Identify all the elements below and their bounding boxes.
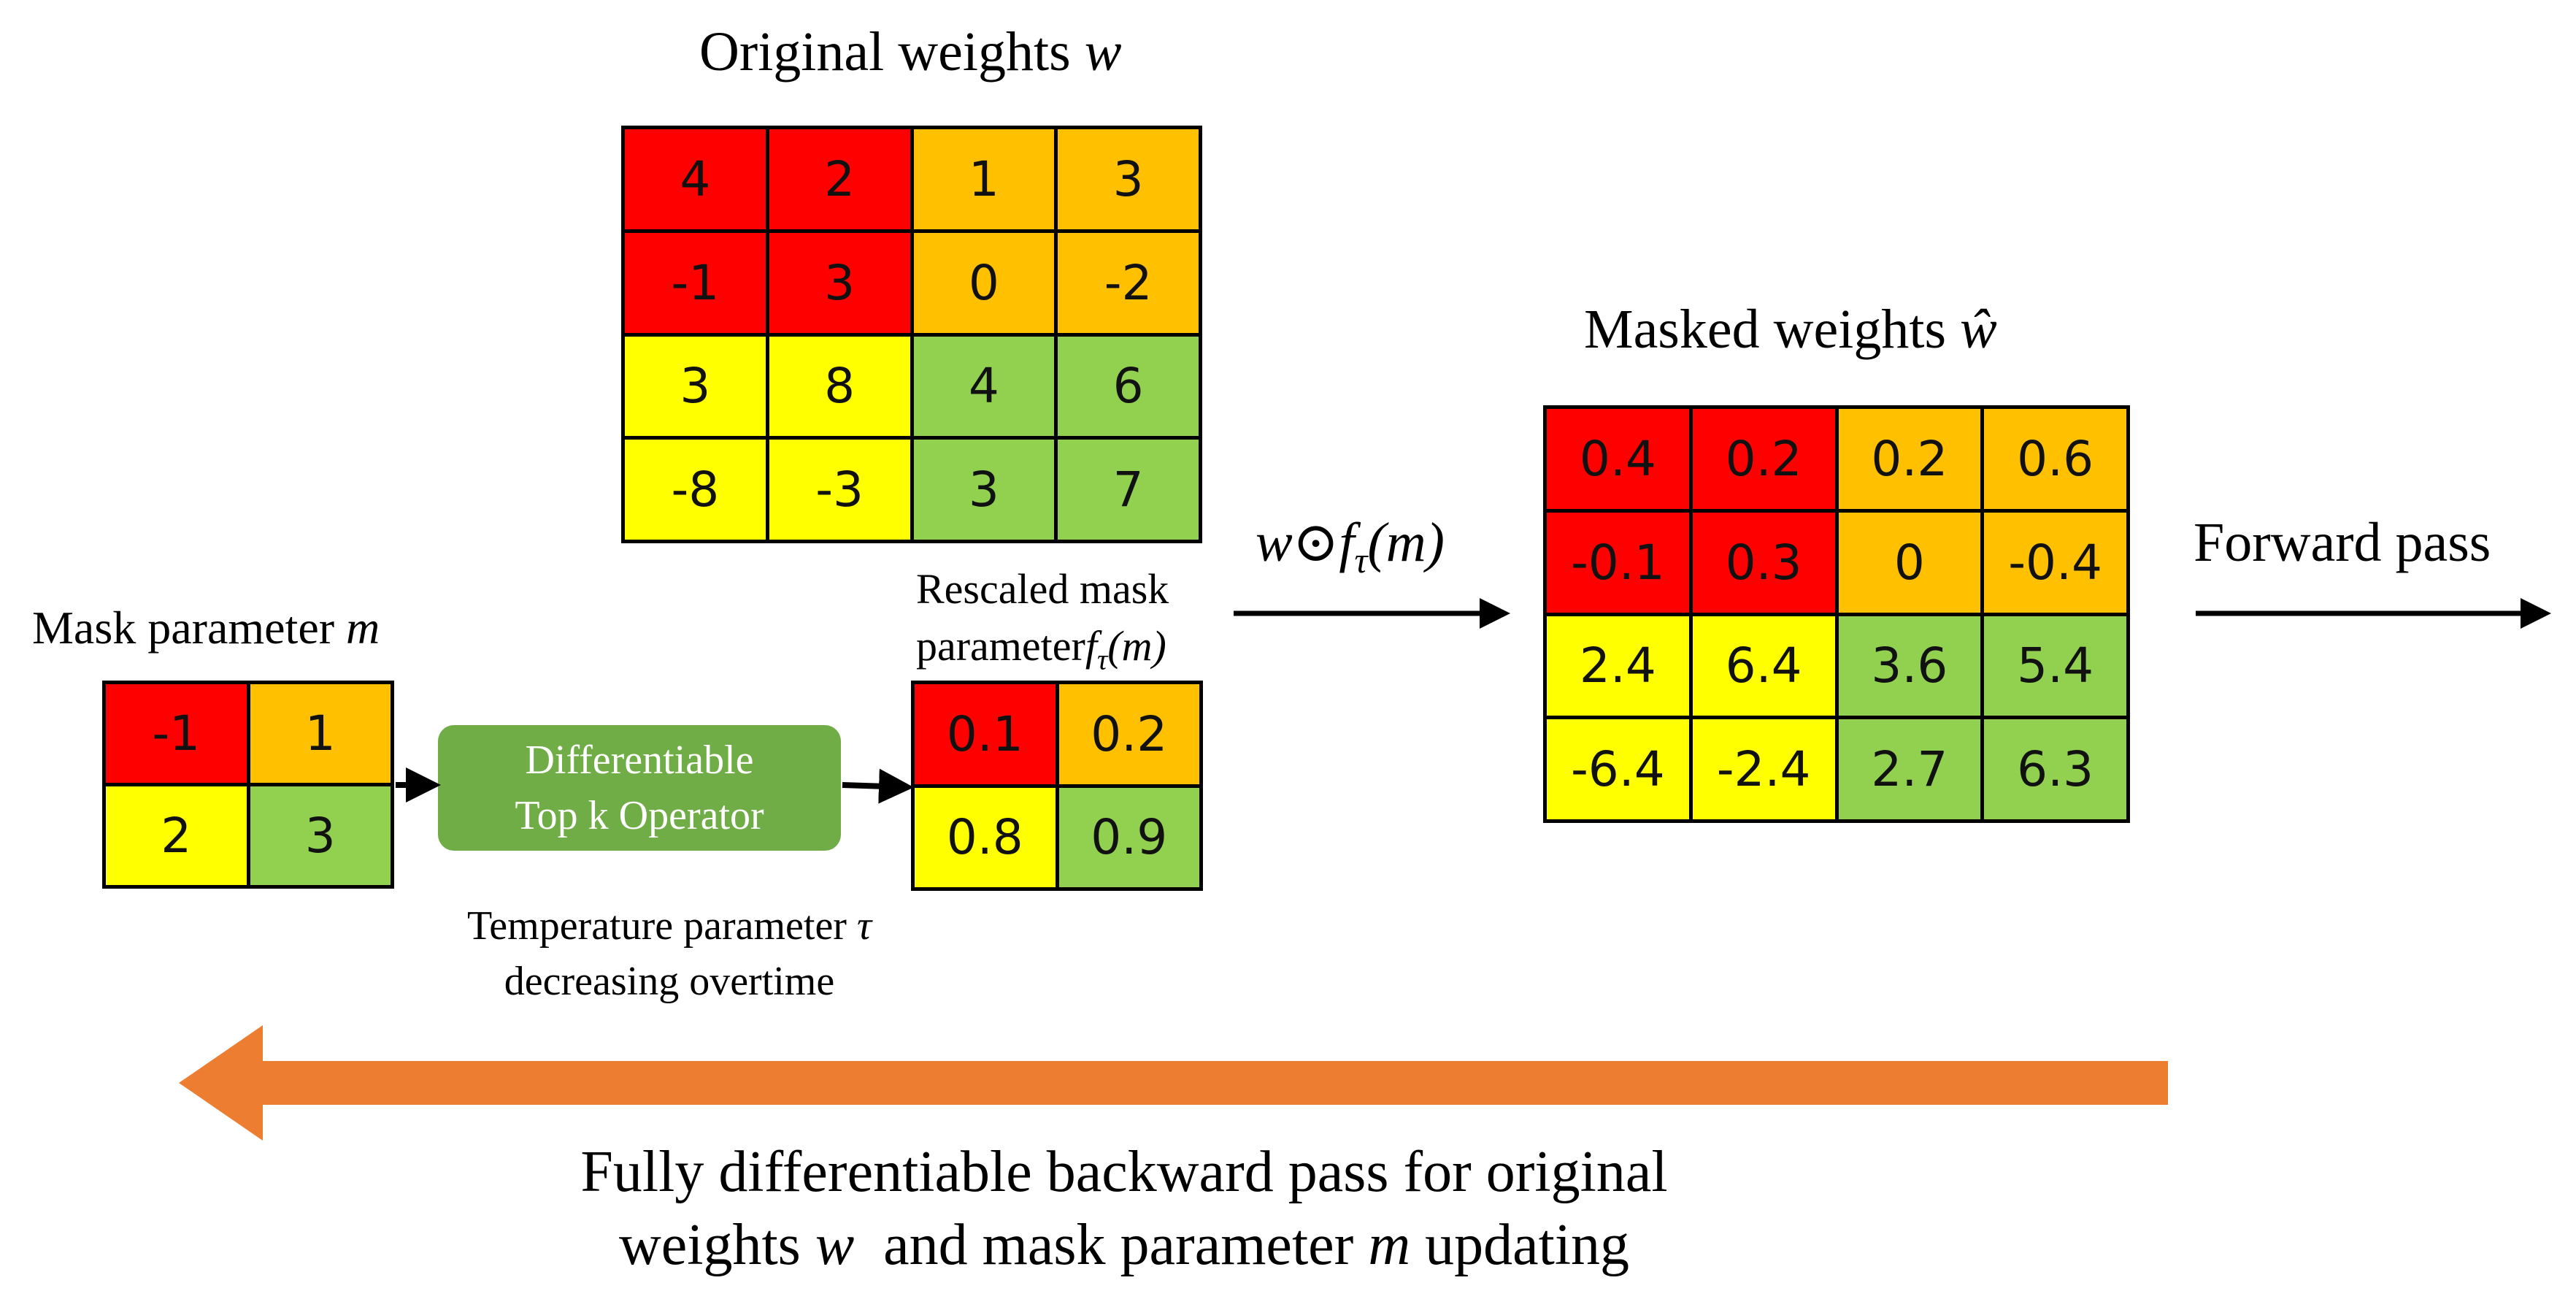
rescaled-mask-title-line2: parameterfτ(m): [916, 618, 1169, 689]
mask-parameter-title: Mask parameter m: [32, 601, 380, 655]
rescaled-mask-cell-r0-c1: 0.2: [1058, 684, 1203, 788]
backward-pass-caption: Fully differentiable backward pass for o…: [409, 1135, 1839, 1282]
masked-weight-cell-r2-c0: 2.4: [1547, 616, 1693, 720]
backward-pass-line2: weights w and mask parameter m updating: [409, 1209, 1839, 1282]
original-weight-cell-r2-c1: 8: [769, 336, 914, 440]
f-argument: (m): [1107, 622, 1166, 670]
mask-parameter-cell-r1-c0: 2: [106, 786, 250, 889]
masked-weight-cell-r1-c3: -0.4: [1984, 512, 2130, 616]
original-weight-cell-r0-c1: 2: [769, 129, 914, 233]
original-weight-cell-r3-c0: -8: [625, 440, 769, 543]
masked-weights-title: Masked weights ŵ: [1584, 298, 1997, 361]
masked-weight-cell-r3-c2: 2.7: [1838, 719, 1985, 823]
masked-weight-cell-r0-c0: 0.4: [1547, 409, 1693, 513]
forward-pass-label: Forward pass: [2194, 512, 2491, 573]
original-weight-cell-r3-c2: 3: [913, 440, 1058, 543]
original-weight-cell-r1-c2: 0: [913, 232, 1058, 337]
masked-weight-cell-r1-c0: -0.1: [1547, 512, 1693, 616]
original-weights-symbol: w: [1084, 21, 1122, 83]
f-symbol: f: [1085, 622, 1097, 670]
masked-weight-cell-r2-c3: 5.4: [1984, 616, 2130, 720]
rescaled-mask-cell-r1-c0: 0.8: [915, 787, 1059, 891]
mask-parameter-cell-r0-c1: 1: [250, 684, 394, 786]
masked-weight-cell-r2-c2: 3.6: [1838, 616, 1985, 720]
temperature-caption-line2: decreasing overtime: [504, 959, 835, 1004]
original-weight-cell-r1-c0: -1: [625, 232, 769, 337]
product-w: w: [1256, 512, 1293, 573]
masked-weight-cell-r3-c3: 6.3: [1984, 719, 2130, 823]
product-subscript: τ: [1354, 540, 1368, 581]
temperature-caption: Temperature parameter τ decreasing overt…: [434, 898, 905, 1009]
masked-weight-cell-r0-c1: 0.2: [1692, 409, 1839, 513]
original-weight-cell-r2-c2: 4: [913, 336, 1058, 440]
backward-pass-line1: Fully differentiable backward pass for o…: [580, 1140, 1668, 1204]
masked-weight-cell-r0-c3: 0.6: [1984, 409, 2130, 513]
masked-weight-cell-r0-c2: 0.2: [1838, 409, 1985, 513]
masked-weight-cell-r1-c2: 0: [1838, 512, 1985, 616]
temperature-caption-text: Temperature parameter: [466, 903, 847, 949]
original-weight-cell-r2-c0: 3: [625, 336, 769, 440]
masked-weights-symbol: ŵ: [1960, 299, 1997, 360]
masked-weight-cell-r3-c1: -2.4: [1692, 719, 1839, 823]
original-weight-cell-r1-c1: 3: [769, 232, 914, 337]
masked-weights-title-text: Masked weights: [1584, 299, 1947, 360]
temperature-caption-line1: Temperature parameter τ: [434, 898, 905, 954]
odot-symbol: ⊙: [1292, 512, 1339, 573]
mask-parameter-title-text: Mask parameter: [32, 602, 335, 654]
original-weight-cell-r3-c3: 7: [1058, 440, 1202, 543]
f-subscript: τ: [1096, 643, 1108, 676]
masked-weight-cell-r2-c1: 6.4: [1692, 616, 1839, 720]
masked-weight-cell-r1-c1: 0.3: [1692, 512, 1839, 616]
backward-pass-mask-word: and mask parameter: [883, 1213, 1354, 1277]
rescaled-mask-title: Rescaled mask parameterfτ(m): [916, 561, 1169, 689]
original-weight-cell-r0-c2: 1: [913, 129, 1058, 233]
operator-to-rescaled-arrow: [842, 768, 914, 804]
rescaled-mask-title-text: parameter: [916, 622, 1085, 670]
original-weights-title: Original weights w: [699, 20, 1121, 84]
product-f: f: [1339, 512, 1355, 573]
rescaled-mask-cell-r1-c1: 0.9: [1058, 787, 1203, 891]
backward-pass-m: m: [1368, 1213, 1411, 1277]
original-weight-cell-r3-c1: -3: [769, 440, 914, 543]
top-k-operator-box: Differentiable Top k Operator: [438, 725, 841, 851]
masked-weight-cell-r3-c0: -6.4: [1547, 719, 1693, 823]
original-weight-cell-r1-c3: -2: [1058, 232, 1202, 337]
backward-pass-arrow: [179, 1025, 2168, 1141]
mask-parameter-cell-r0-c0: -1: [106, 684, 250, 786]
original-weight-cell-r2-c3: 6: [1058, 336, 1202, 440]
tau-symbol: τ: [856, 903, 872, 949]
mask-parameter-cell-r1-c1: 3: [250, 786, 394, 889]
original-weight-cell-r0-c3: 3: [1058, 129, 1202, 233]
backward-pass-w: w: [815, 1213, 855, 1277]
mask-parameter-symbol: m: [346, 602, 380, 654]
backward-pass-weights-word: weights: [618, 1213, 801, 1277]
operator-line2: Top k Operator: [515, 793, 764, 838]
backward-pass-updating: updating: [1425, 1213, 1630, 1277]
original-weights-title-text: Original weights: [699, 21, 1071, 83]
rescaled-mask-title-line1: Rescaled mask: [916, 565, 1169, 613]
rescaled-mask-cell-r0-c0: 0.1: [915, 684, 1059, 788]
product-label: w⊙fτ(m): [1256, 509, 1445, 581]
operator-line1: Differentiable: [525, 738, 754, 783]
product-argument: (m): [1367, 512, 1445, 573]
original-weight-cell-r0-c0: 4: [625, 129, 769, 233]
